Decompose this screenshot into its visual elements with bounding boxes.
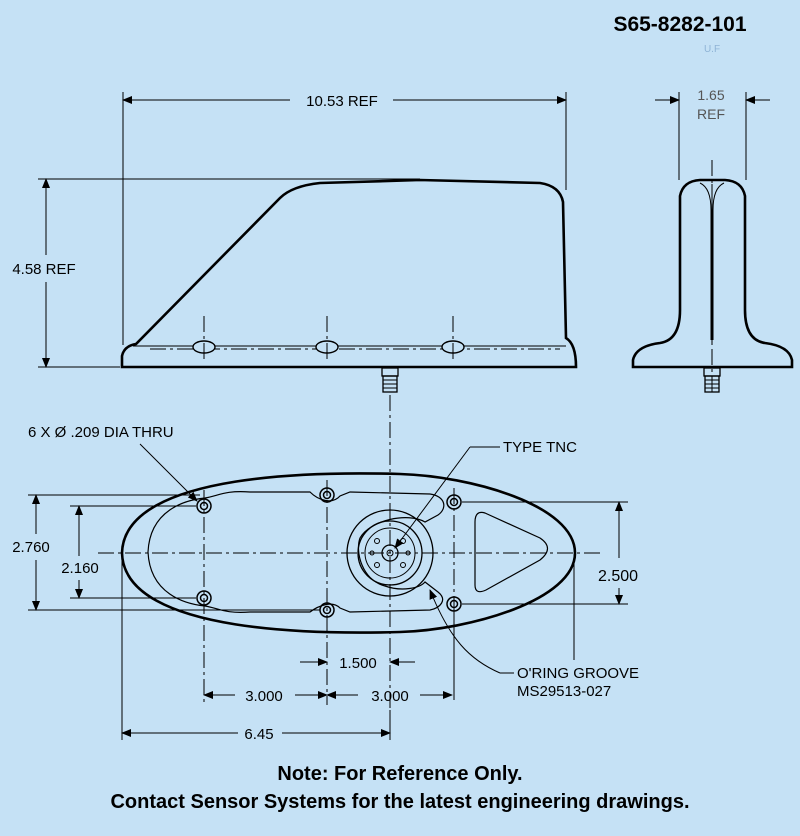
end-connector [703,367,721,393]
end-body-outline [631,178,794,369]
base-outline [120,472,577,634]
ghost-mark: U.F [704,44,720,55]
oring-spec: MS29513-027 [517,683,611,700]
tnc-connector-boss [346,509,434,597]
end-width-ref: REF [697,106,725,122]
side-slot [315,316,339,362]
note-contact: Contact Sensor Systems for the latest en… [110,791,690,813]
length-dimension: 10.53 REF [306,93,378,110]
inner-width-dimension: 2.160 [61,560,99,577]
side-connector [381,367,399,393]
height-dimension: 4.58 REF [12,261,75,278]
note-reference-only: Note: For Reference Only. [277,763,523,785]
part-number: S65-8282-101 [613,13,746,36]
connector-callout: TYPE TNC [503,439,577,456]
side-body-outline [120,178,578,369]
inner-recess [147,491,445,613]
oring-callout: O'RING GROOVE [517,665,639,682]
right-width-dimension: 2.500 [598,568,638,585]
dim-3000-left: 3.000 [245,688,283,705]
dim-1500: 1.500 [339,655,377,672]
bottom-view: 6 X Ø .209 DIA THRU TYPE TNC O'RING GROO… [12,424,639,743]
side-slot [192,316,216,362]
holes-callout: 6 X Ø .209 DIA THRU [28,424,174,441]
right-pocket [474,511,549,593]
outer-width-dimension: 2.760 [12,539,50,556]
side-slot [441,316,465,362]
end-width-dimension: 1.65 [697,87,724,103]
dim-3000-right: 3.000 [371,688,409,705]
side-view: 10.53 REF 4.58 REF [12,92,578,393]
end-view: 1.65 REF [631,87,794,395]
dim-645: 6.45 [244,726,273,743]
